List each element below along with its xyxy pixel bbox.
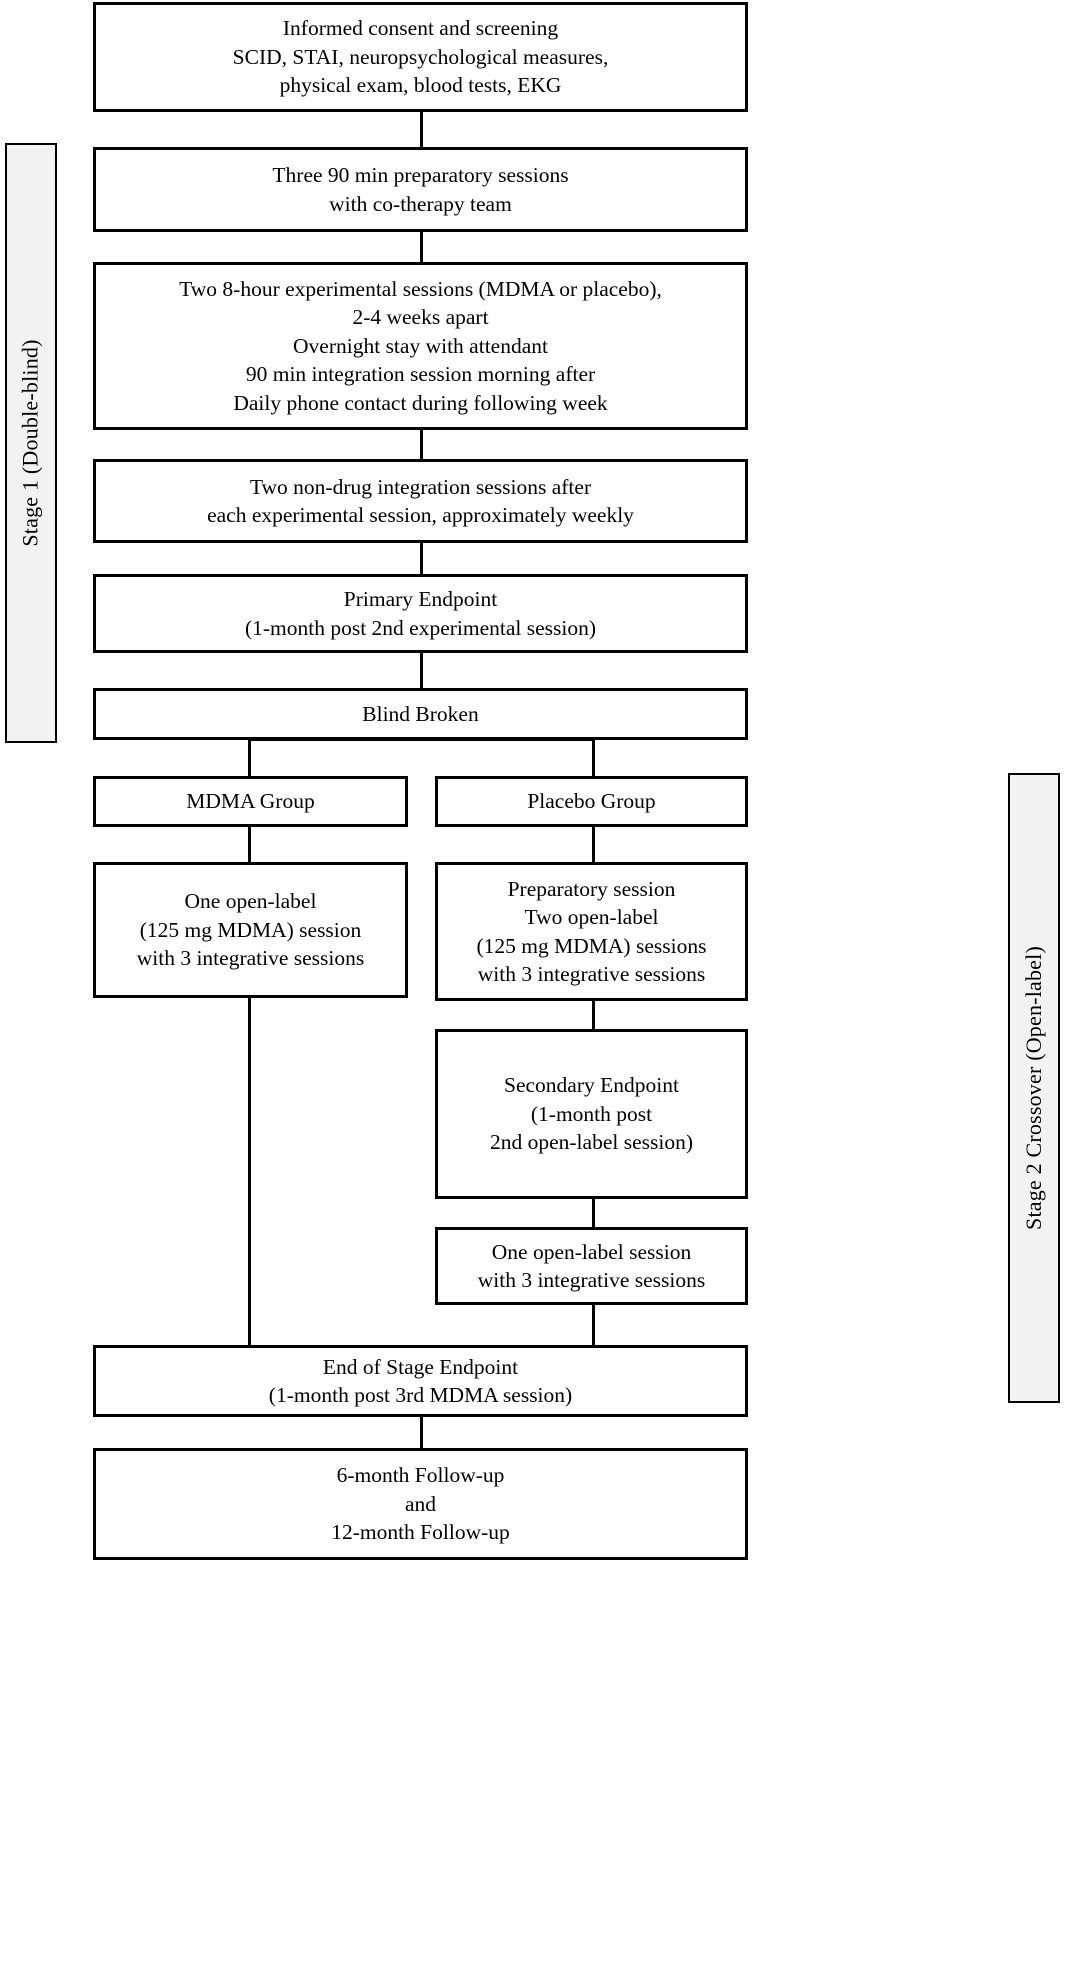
node-blind-broken-text: Blind Broken xyxy=(362,701,479,726)
connector-mdma-open-label-to-end-of-stage xyxy=(248,996,251,1346)
node-screening: Informed consent and screening SCID, STA… xyxy=(93,2,748,112)
node-end-of-stage-text: End of Stage Endpoint (1-month post 3rd … xyxy=(268,1354,573,1407)
node-prep-sessions-text: Three 90 min preparatory sessions with c… xyxy=(272,163,569,216)
node-primary-endpoint: Primary Endpoint (1-month post 2nd exper… xyxy=(93,574,748,653)
connector-secondary-to-final-session xyxy=(592,1197,595,1228)
node-placebo-open-label-text: Preparatory session Two open-label (125 … xyxy=(476,876,707,986)
node-mdma-group: MDMA Group xyxy=(93,776,408,827)
connector-experimental-to-integration xyxy=(420,428,423,460)
connector-prep-to-experimental xyxy=(420,230,423,264)
connector-final-session-to-end-of-stage xyxy=(592,1303,595,1346)
node-mdma-open-label-text: One open-label (125 mg MDMA) session wit… xyxy=(136,889,365,971)
connector-integration-to-primary xyxy=(420,541,423,575)
connector-blind-broken-to-placebo-group xyxy=(592,738,595,777)
node-secondary-endpoint-text: Secondary Endpoint (1-month post 2nd ope… xyxy=(489,1073,693,1155)
node-experimental-sessions: Two 8-hour experimental sessions (MDMA o… xyxy=(93,262,748,430)
node-screening-text: Informed consent and screening SCID, STA… xyxy=(232,16,609,98)
node-primary-endpoint-text: Primary Endpoint (1-month post 2nd exper… xyxy=(244,587,597,640)
connector-primary-to-blind-broken xyxy=(420,651,423,689)
node-end-of-stage: End of Stage Endpoint (1-month post 3rd … xyxy=(93,1345,748,1417)
node-follow-up: 6-month Follow-up and 12-month Follow-up xyxy=(93,1448,748,1560)
connector-placebo-group-to-open-label xyxy=(592,825,595,863)
connector-screening-to-prep xyxy=(420,110,423,148)
connector-placebo-open-label-to-secondary xyxy=(592,999,595,1030)
node-follow-up-text: 6-month Follow-up and 12-month Follow-up xyxy=(331,1463,510,1545)
node-blind-broken: Blind Broken xyxy=(93,688,748,740)
connector-end-of-stage-to-follow-up xyxy=(420,1416,423,1449)
stage-band-stage-2-label: Stage 2 Crossover (Open-label) xyxy=(1021,946,1047,1230)
node-secondary-endpoint: Secondary Endpoint (1-month post 2nd ope… xyxy=(435,1029,748,1199)
node-mdma-open-label: One open-label (125 mg MDMA) session wit… xyxy=(93,862,408,998)
stage-band-stage-1-label: Stage 1 (Double-blind) xyxy=(18,339,43,547)
node-placebo-group: Placebo Group xyxy=(435,776,748,827)
node-placebo-group-text: Placebo Group xyxy=(527,789,656,814)
node-prep-sessions: Three 90 min preparatory sessions with c… xyxy=(93,147,748,232)
node-placebo-final-session: One open-label session with 3 integrativ… xyxy=(435,1227,748,1305)
node-placebo-final-session-text: One open-label session with 3 integrativ… xyxy=(477,1239,706,1292)
node-experimental-sessions-text: Two 8-hour experimental sessions (MDMA o… xyxy=(179,277,662,415)
stage-band-stage-2: Stage 2 Crossover (Open-label) xyxy=(1008,773,1060,1403)
node-integration-sessions: Two non-drug integration sessions after … xyxy=(93,459,748,543)
node-mdma-group-text: MDMA Group xyxy=(186,789,315,814)
stage-band-stage-1: Stage 1 (Double-blind) xyxy=(5,143,57,743)
connector-mdma-group-to-open-label xyxy=(248,825,251,863)
node-placebo-open-label: Preparatory session Two open-label (125 … xyxy=(435,862,748,1001)
connector-blind-broken-to-mdma-group xyxy=(248,738,251,777)
node-integration-sessions-text: Two non-drug integration sessions after … xyxy=(207,474,634,527)
